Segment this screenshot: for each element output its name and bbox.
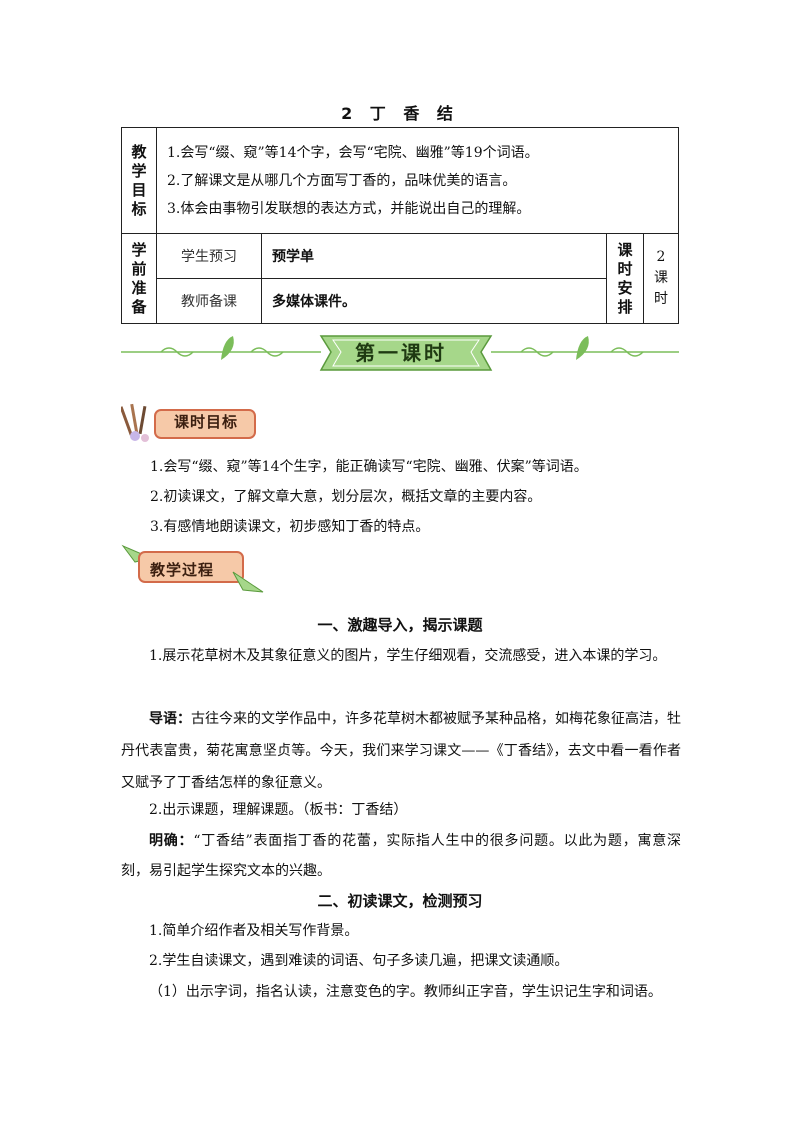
brushes-icon [121,403,149,442]
objective-item: 2.初读课文，了解文章大意，划分层次，概括文章的主要内容。 [150,489,542,505]
leaf-icon [221,336,234,360]
section2-item3: （1）出示字词，指名认读，注意变色的字。教师纠正字音，学生识记生字和词语。 [149,984,662,1000]
process-badge [121,544,264,593]
clarify-paragraph: 明确：“丁香结”表面指丁香的花蕾，实际指人生中的很多问题。以此为题，寓意深刻，易… [121,826,681,886]
goals-cell: 1.会写“缀、窥”等14个字，会写“宅院、幽雅”等19个词语。 2.了解课文是从… [156,127,679,234]
schedule-label-text: 课时安排 [617,240,633,316]
schedule-label: 课时安排 [606,233,644,324]
teacher-prep-value: 多媒体课件。 [261,278,607,324]
goal-line: 1.会写“缀、窥”等14个字，会写“宅院、幽雅”等19个词语。 [167,144,539,161]
prep-label-text: 学前准备 [131,240,147,316]
section2-item1: 1.简单介绍作者及相关写作背景。 [149,923,359,939]
student-prep-label: 学生预习 [156,233,262,279]
guide-label: 导语： [149,711,191,727]
objectives-list: 1.会写“缀、窥”等14个生字，能正确读写“宅院、幽雅、伏案”等词语。 2.初读… [150,452,710,542]
prep-label: 学前准备 [121,233,157,324]
leaf-icon [576,336,589,360]
objective-item: 3.有感情地朗读课文，初步感知丁香的特点。 [150,519,430,535]
section1-item1: 1.展示花草树木及其象征意义的图片，学生仔细观看，交流感受，进入本课的学习。 [149,648,667,664]
guide-paragraph: 导语：古往今来的文学作品中，许多花草树木都被赋予某种品格，如梅花象征高洁，牡丹代… [121,703,681,799]
goal-line: 2.了解课文是从哪几个方面写丁香的，品味优美的语言。 [167,172,517,189]
paper-plane-icon [232,571,264,593]
process-badge-text: 教学过程 [150,561,215,579]
objectives-badge [121,403,256,442]
banner-title: 第一课时 [355,341,447,365]
teacher-prep-label: 教师备课 [156,278,262,324]
objective-item: 1.会写“缀、窥”等14个生字，能正确读写“宅院、幽雅、伏案”等词语。 [150,459,588,475]
section2-heading: 二、初读课文，检测预习 [317,892,483,910]
goals-label-text: 教学目标 [131,142,147,218]
lesson-info-table: 教学目标 1.会写“缀、窥”等14个字，会写“宅院、幽雅”等19个词语。 2.了… [121,127,679,324]
clarify-text: “丁香结”表面指丁香的花蕾，实际指人生中的很多问题。以此为题，寓意深刻，易引起学… [121,833,682,879]
schedule-value-unit: 课时 [654,270,668,307]
objectives-badge-text: 课时目标 [174,413,239,431]
goals-label: 教学目标 [121,127,157,234]
clarify-label: 明确： [149,833,194,849]
goal-line: 3.体会由事物引发联想的表达方式，并能说出自己的理解。 [167,200,531,217]
student-prep-value: 预学单 [261,233,607,279]
guide-text: 古往今来的文学作品中，许多花草树木都被赋予某种品格，如梅花象征高洁，牡丹代表富贵… [121,711,681,791]
section1-heading: 一、激趣导入，揭示课题 [317,616,483,634]
page-title: 2 丁 香 结 [341,104,459,123]
section2-item2: 2.学生自读课文，遇到难读的词语、句子多读几遍，把课文读通顺。 [149,953,569,969]
section1-item2: 2.出示课题，理解课题。（板书：丁香结） [149,802,408,818]
lesson-banner [121,335,679,371]
schedule-value: 2 课时 [643,233,679,324]
schedule-value-num: 2 [656,249,666,265]
